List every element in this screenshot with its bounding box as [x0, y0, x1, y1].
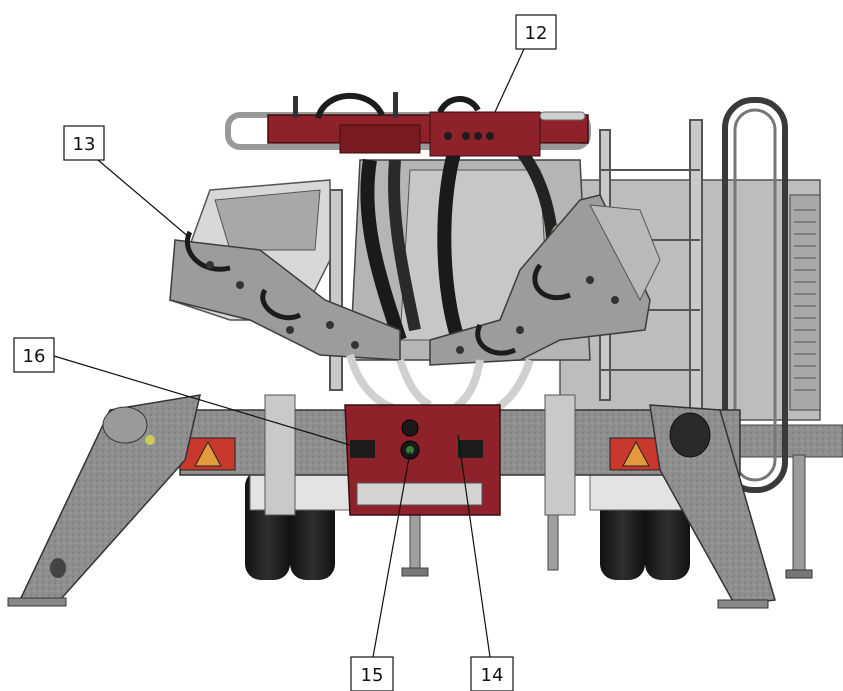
right-arm [429, 194, 661, 366]
svg-text:12: 12 [525, 23, 548, 44]
svg-text:16: 16 [23, 346, 46, 367]
left-arm [169, 179, 401, 361]
svg-text:14: 14 [481, 665, 504, 686]
hydraulic-coupler [400, 419, 420, 460]
right-outrigger [649, 404, 776, 609]
top-frame [225, 92, 591, 157]
callout-13: 13 [63, 125, 191, 239]
callout-16: 16 [13, 337, 351, 446]
svg-text:15: 15 [361, 665, 384, 686]
rear-plate [344, 404, 501, 516]
left-outrigger [7, 394, 201, 607]
svg-text:13: 13 [73, 134, 96, 155]
callout-12: 12 [494, 14, 557, 113]
callout-15: 15 [350, 451, 411, 691]
callout-14: 14 [457, 434, 514, 691]
